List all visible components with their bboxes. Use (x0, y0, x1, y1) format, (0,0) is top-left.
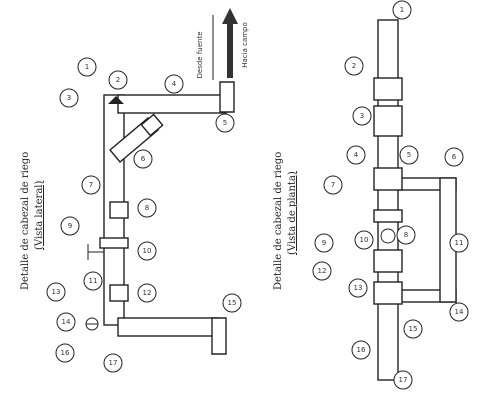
right-callout-14 (449, 302, 469, 322)
left-callout-3-label: 3 (67, 94, 71, 102)
left-callout-9-label: 9 (68, 222, 72, 230)
left-callout-8-label: 8 (145, 204, 149, 212)
plan-fitting-2 (373, 167, 403, 191)
right-callout-4-label: 4 (354, 151, 359, 159)
right-callout-17-label: 17 (399, 376, 408, 384)
side-view (85, 81, 235, 355)
right-callout-6-label: 6 (452, 153, 457, 161)
plan-filter (373, 105, 403, 137)
bottom-elbow (211, 317, 227, 355)
right-callout-13-label: 13 (354, 284, 363, 292)
right-callout-2-label: 2 (352, 62, 356, 70)
right-callout-8-label: 8 (404, 231, 408, 239)
filter-cap (140, 113, 164, 137)
left-callout-17-label: 17 (109, 359, 118, 367)
right-callout-7-label: 7 (331, 181, 335, 189)
right-callout-5-label: 5 (407, 151, 411, 159)
left-callout-6-label: 6 (141, 155, 146, 163)
left-callout-4-label: 4 (172, 80, 177, 88)
left-callout-2 (108, 70, 128, 90)
left-callout-13-label: 13 (52, 288, 61, 296)
top-pipe (117, 94, 227, 114)
right-callout-16-label: 16 (357, 346, 366, 354)
right-callout-15-label: 15 (409, 325, 418, 333)
left-callout-3 (59, 88, 79, 108)
plan-fitting-4 (373, 249, 403, 273)
left-callout-5-label: 5 (223, 119, 227, 127)
left-callout-9 (60, 216, 80, 236)
left-callout-7-label: 7 (89, 181, 93, 189)
left-callout-10 (137, 241, 157, 261)
right-callout-17 (393, 370, 413, 390)
right-callout-14-label: 14 (455, 308, 464, 316)
union-upper (109, 201, 129, 219)
plan-main-pipe (377, 19, 399, 381)
right-title: Detalle de cabezal de riego (273, 152, 284, 290)
left-callout-16-label: 16 (61, 349, 70, 357)
right-callout-11 (449, 233, 469, 253)
left-callout-12 (137, 283, 157, 303)
plan-view (373, 19, 457, 381)
flow-arrow: Desde fuente Hacia campo (196, 8, 249, 80)
right-callout-4 (346, 145, 366, 165)
right-callout-2 (344, 56, 364, 76)
right-callout-16 (351, 340, 371, 360)
right-callout-3-label: 3 (360, 112, 364, 120)
right-callout-7 (323, 175, 343, 195)
left-callout-7 (81, 175, 101, 195)
left-callout-15-label: 15 (228, 299, 237, 307)
right-callout-12 (312, 261, 332, 281)
left-callout-4 (164, 74, 184, 94)
left-callouts: 1 2 3 4 5 6 7 8 9 10 11 12 13 14 15 16 1… (46, 57, 242, 373)
left-callout-11-label: 11 (89, 277, 98, 285)
left-callout-1 (77, 57, 97, 77)
right-callout-9 (314, 233, 334, 253)
left-title: Detalle de cabezal de riego (20, 152, 31, 290)
left-callout-11 (83, 271, 103, 291)
plan-fitting-5 (373, 281, 403, 305)
left-callout-13 (46, 282, 66, 302)
right-callout-10-label: 10 (360, 236, 369, 244)
plan-fitting-1 (373, 77, 403, 101)
plan-gauge (380, 228, 396, 244)
left-callout-12-label: 12 (143, 289, 152, 297)
left-callout-6 (133, 149, 153, 169)
left-callout-14 (56, 312, 76, 332)
right-callout-6 (444, 147, 464, 167)
right-callout-15 (403, 319, 423, 339)
right-callouts: 1 2 3 4 5 6 7 8 9 10 11 12 13 14 15 16 1… (312, 0, 469, 390)
left-callout-8 (137, 198, 157, 218)
plan-fitting-3 (373, 209, 403, 223)
right-callout-1-label: 1 (400, 6, 404, 14)
bottom-pipe (117, 317, 219, 337)
from-source-label: Desde fuente (196, 31, 204, 78)
left-callout-10-label: 10 (143, 247, 152, 255)
left-callout-5 (215, 113, 235, 133)
right-callout-12-label: 12 (318, 267, 327, 275)
right-subtitle: (Vista de planta) (287, 171, 298, 255)
flow-marker (108, 96, 124, 104)
flow-arrow-head (222, 8, 238, 24)
right-callout-9-label: 9 (322, 239, 326, 247)
left-callout-1-label: 1 (85, 63, 89, 71)
right-callout-3 (352, 106, 372, 126)
to-field-label: Hacia campo (241, 22, 249, 68)
coupling (99, 237, 129, 249)
left-subtitle: (Vista lateral) (34, 181, 45, 250)
top-elbow (219, 81, 235, 113)
left-callout-15 (222, 293, 242, 313)
left-callout-16 (55, 343, 75, 363)
right-callout-5 (399, 145, 419, 165)
right-callout-8 (396, 225, 416, 245)
right-callout-11-label: 11 (455, 239, 464, 247)
left-callout-14-label: 14 (62, 318, 71, 326)
union-lower (109, 284, 129, 302)
right-callout-1 (392, 0, 412, 20)
right-callout-13 (348, 278, 368, 298)
left-callout-2-label: 2 (116, 76, 120, 84)
right-callout-10 (354, 230, 374, 250)
left-callout-17 (103, 353, 123, 373)
